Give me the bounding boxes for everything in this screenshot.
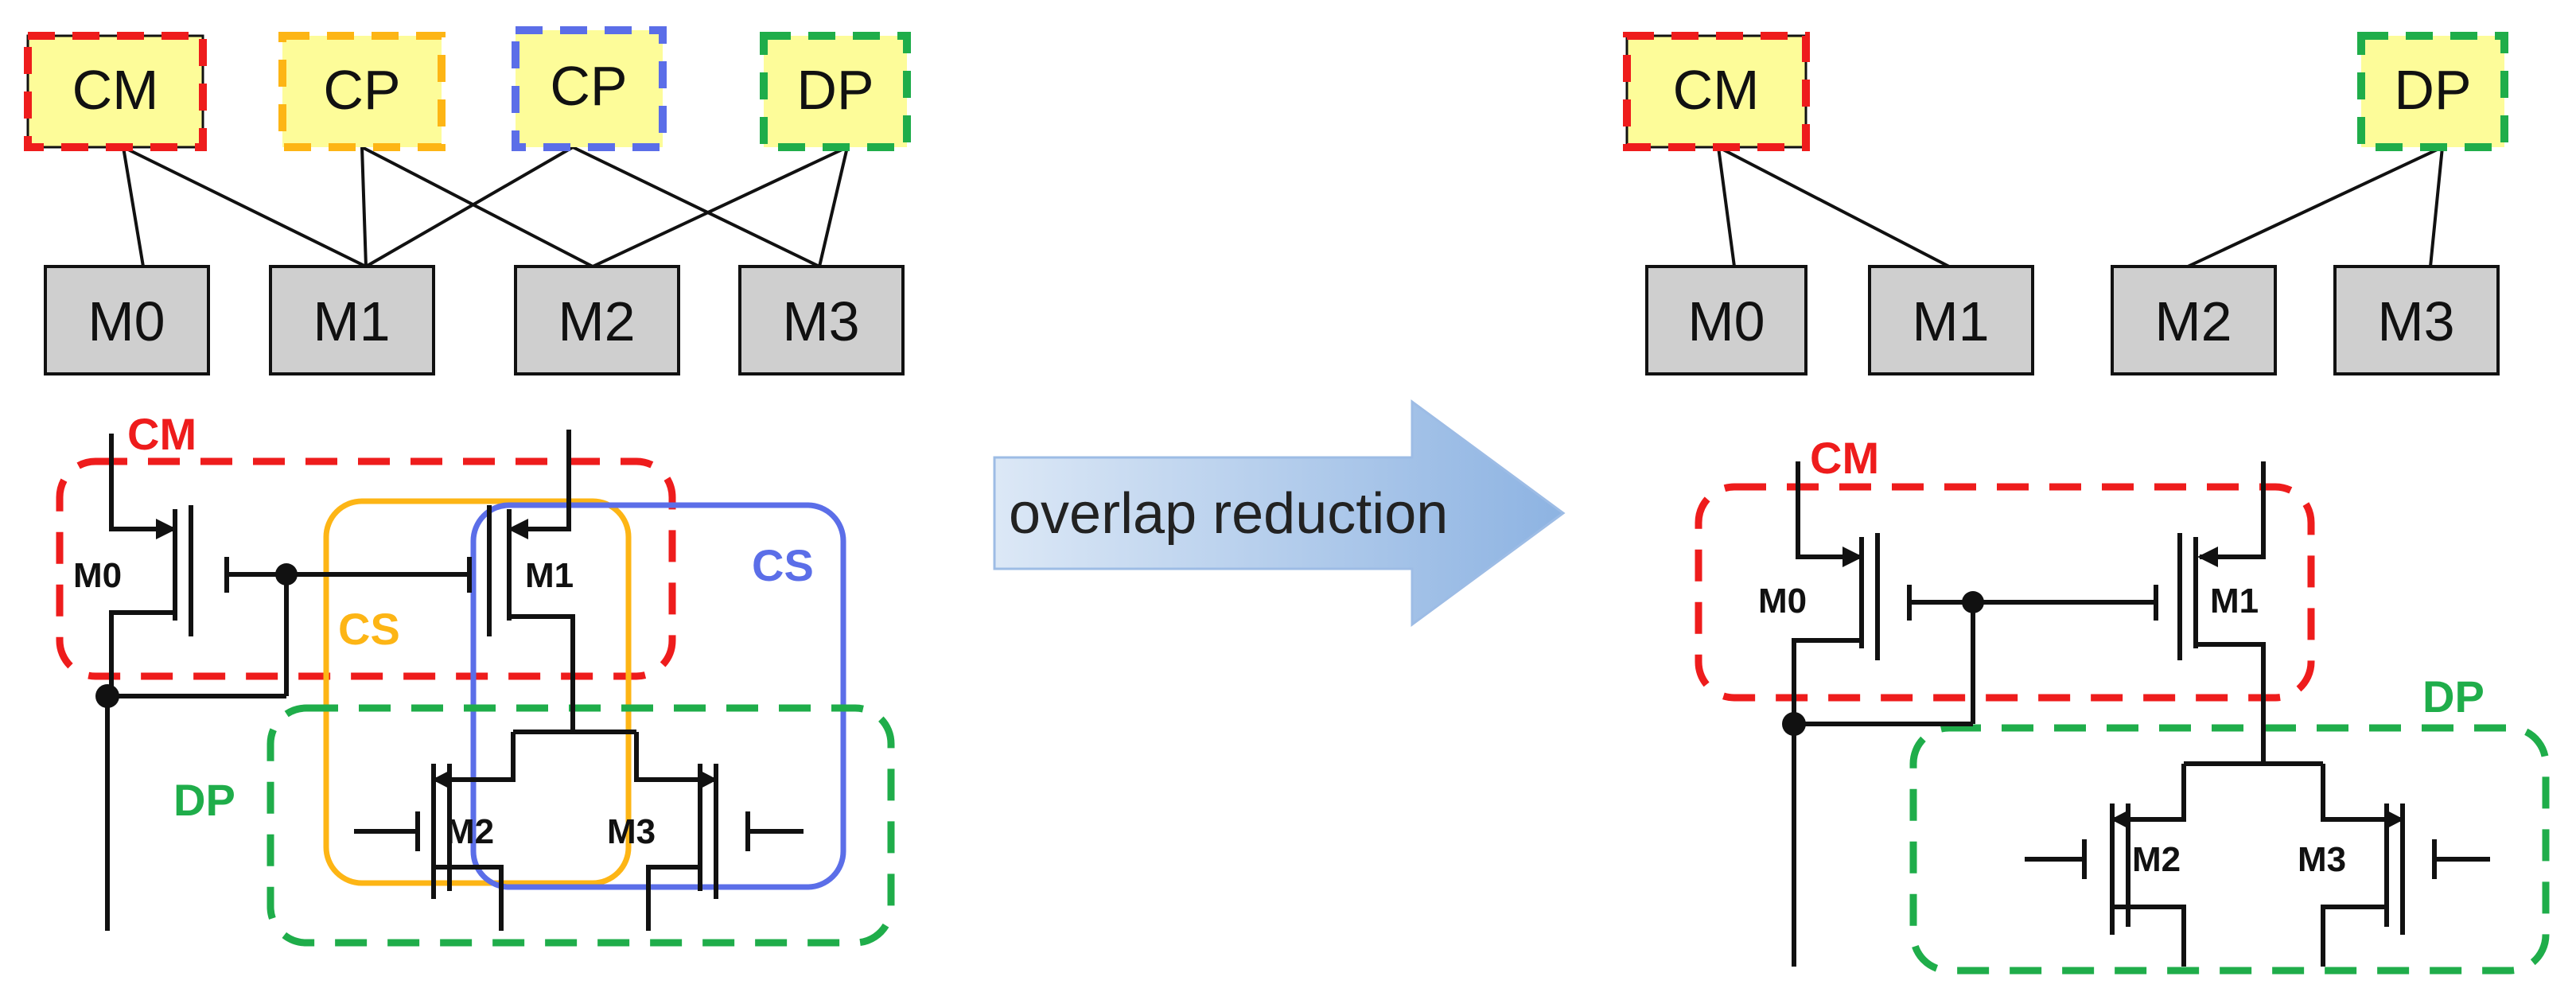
- region-label-dp: DP: [2422, 671, 2485, 722]
- group-label: DP: [2394, 59, 2471, 121]
- device-label: M1: [313, 290, 390, 352]
- device-node-m0: M0: [44, 265, 210, 375]
- transistor-label-m1: M1: [2210, 582, 2259, 621]
- edge-cm-m0: [1717, 146, 1736, 267]
- region-cm: [56, 457, 676, 680]
- device-node-m2: M2: [2111, 265, 2277, 375]
- device-node-m1: M1: [269, 265, 435, 375]
- left-graph: CM CP CP DP M0 M1 M2: [24, 26, 911, 375]
- group-node-cp: CP: [512, 26, 667, 151]
- device-node-m0: M0: [1645, 265, 1807, 375]
- transistor-label-m0: M0: [73, 556, 122, 595]
- device-label: M0: [88, 290, 165, 352]
- edge-cp2-m3: [572, 146, 820, 268]
- arrow-shape: [993, 399, 1566, 627]
- group-node-dp: DP: [2357, 32, 2508, 151]
- device-label: M2: [2154, 290, 2232, 352]
- device-label: M1: [1912, 290, 1989, 352]
- region-label-cs-blue: CS: [752, 540, 814, 590]
- group-node-cm: CM: [1623, 32, 1810, 151]
- transistor-label-m0: M0: [1758, 582, 1807, 621]
- device-node-m3: M3: [2333, 265, 2500, 375]
- transistor-label-m3: M3: [2298, 840, 2346, 879]
- edge-cm-m1: [1718, 146, 1950, 268]
- right-circuit: CM DP M0 M1 M2 M3: [1695, 433, 2550, 975]
- transistor-label-m2: M2: [446, 812, 494, 851]
- device-label: M3: [2377, 290, 2454, 352]
- left-wires: [105, 430, 804, 931]
- edge-cm-m1: [123, 146, 367, 268]
- region-label-cs-orange: CS: [338, 604, 400, 654]
- group-label: DP: [796, 59, 874, 121]
- device-node-m3: M3: [738, 265, 905, 375]
- device-node-m2: M2: [514, 265, 680, 375]
- left-junctions: [95, 563, 298, 708]
- edge-dp-m2: [592, 146, 848, 268]
- device-label: M0: [1687, 290, 1765, 352]
- region-dp: [1909, 724, 2550, 975]
- device-label: M3: [782, 290, 859, 352]
- region-label-cm: CM: [1810, 433, 1879, 483]
- right-edges: [1717, 146, 2444, 268]
- right-junctions: [1782, 591, 1984, 736]
- device-label: M2: [558, 290, 635, 352]
- left-edges: [122, 146, 849, 268]
- right-graph: CM DP M0 M1 M2 M3: [1623, 32, 2508, 375]
- group-node-cm: CM: [24, 32, 207, 151]
- region-label-dp: DP: [173, 775, 235, 825]
- edge-dp-m2: [2187, 146, 2443, 268]
- edge-dp-m3: [818, 146, 849, 267]
- right-arrowheads: [1843, 547, 2404, 830]
- group-label: CP: [323, 59, 400, 121]
- transistor-label-m2: M2: [2132, 840, 2181, 879]
- edge-cp2-m1: [365, 146, 574, 268]
- group-label: CP: [550, 55, 627, 117]
- group-node-cp: CP: [278, 32, 446, 151]
- arrow-label: overlap reduction: [1009, 482, 1448, 546]
- region-dp: [267, 704, 895, 947]
- device-node-m1: M1: [1868, 265, 2034, 375]
- left-circuit: CM CS CS DP M0 M1 M2 M3: [56, 409, 895, 947]
- region-label-cm: CM: [127, 409, 197, 459]
- edge-dp-m3: [2429, 146, 2444, 267]
- region-cs-blue: [470, 502, 846, 890]
- transform-arrow: overlap reduction: [993, 399, 1566, 627]
- group-node-dp: DP: [760, 32, 911, 151]
- group-label: CM: [1673, 59, 1760, 121]
- left-arrowheads: [156, 519, 718, 790]
- transistor-label-m1: M1: [525, 556, 574, 595]
- region-cm: [1695, 483, 2315, 702]
- edge-cp1-m2: [361, 146, 593, 268]
- region-cs-orange: [323, 498, 632, 886]
- right-wires: [1792, 461, 2490, 967]
- group-label: CM: [72, 59, 159, 121]
- edge-cp1-m1: [360, 146, 368, 267]
- transistor-label-m3: M3: [607, 812, 656, 851]
- edge-cm-m0: [122, 146, 145, 267]
